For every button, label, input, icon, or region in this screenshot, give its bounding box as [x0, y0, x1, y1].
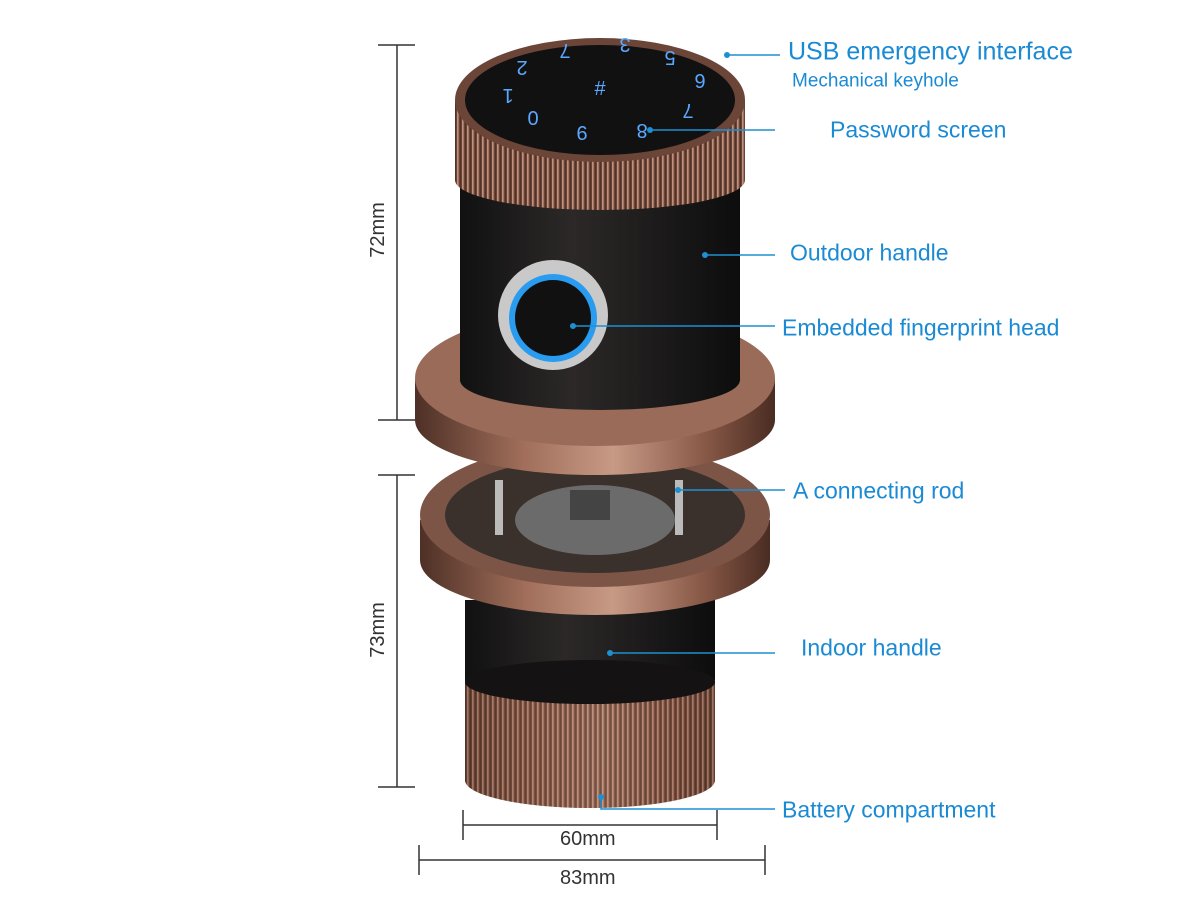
callout-dots: [570, 52, 730, 800]
label-connecting-rod: A connecting rod: [793, 477, 965, 504]
keypad-key: 7: [682, 99, 693, 121]
inner-rosette: [420, 443, 770, 615]
label-mechanical-keyhole: Mechanical keyhole: [792, 70, 959, 92]
callout-leaders: [573, 54, 785, 810]
indoor-handle: [465, 600, 715, 808]
keypad-key: 1: [502, 84, 513, 106]
fingerprint-sensor: [498, 260, 608, 370]
label-password-screen: Password screen: [830, 116, 1007, 143]
label-outdoor-handle: Outdoor handle: [790, 239, 949, 266]
keypad-key: 9: [576, 121, 587, 143]
dimension-outdoor-height: 72mm: [366, 202, 389, 258]
keypad-key: 6: [694, 69, 705, 91]
keypad-key: 7: [559, 39, 570, 61]
dimension-rosette-width: 83mm: [560, 867, 616, 889]
keypad-key: 2: [516, 56, 527, 78]
keypad-key: 8: [636, 119, 647, 141]
dimension-indoor-height: 73mm: [366, 602, 389, 658]
password-screen: [465, 45, 735, 155]
label-fingerprint-head: Embedded fingerprint head: [782, 314, 1060, 341]
dimension-lines: [378, 44, 766, 875]
label-indoor-handle: Indoor handle: [801, 634, 942, 661]
keypad-key: 3: [619, 33, 630, 55]
keypad-digits: 3 7 5 2 # 6 1 7 0 9 8: [502, 33, 705, 143]
keypad-key: #: [594, 78, 606, 100]
keypad-key: 5: [664, 46, 675, 68]
keypad-key: 0: [527, 106, 538, 128]
label-usb-interface: USB emergency interface: [788, 37, 1073, 66]
dimension-knob-width: 60mm: [560, 828, 616, 850]
label-battery-compartment: Battery compartment: [782, 796, 996, 823]
